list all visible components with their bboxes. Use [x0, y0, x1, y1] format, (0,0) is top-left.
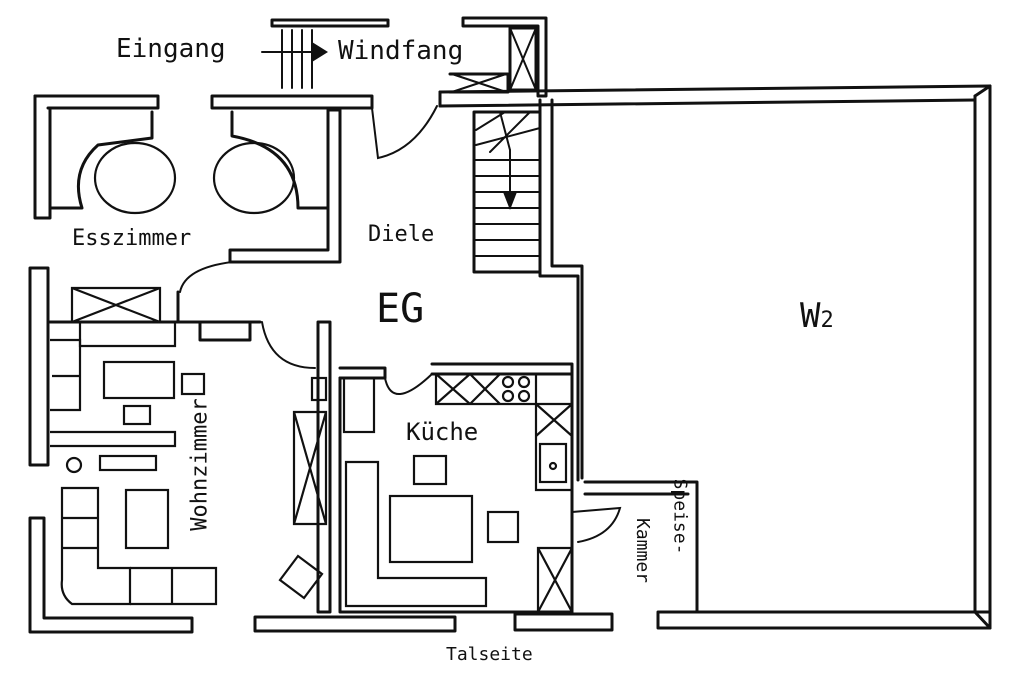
label-unit-sub: 2 — [820, 308, 834, 333]
label-valley-side: Talseite — [446, 644, 533, 665]
door-swings — [179, 105, 622, 543]
entrance-steps — [261, 29, 328, 89]
living-furniture — [50, 320, 328, 606]
label-vestibule: Windfang — [338, 36, 464, 66]
label-kitchen: Küche — [406, 418, 479, 446]
label-floor: EG — [376, 286, 425, 332]
staircase — [448, 26, 542, 274]
label-living-room: Wohnzimmer — [187, 398, 213, 531]
label-pantry-2: Kammer — [632, 517, 654, 584]
label-unit-letter: W — [800, 296, 821, 336]
label-hall: Diele — [368, 222, 435, 247]
label-dining-room: Esszimmer — [72, 226, 192, 251]
label-unit: W2 — [800, 296, 834, 336]
outer-walls — [28, 16, 992, 634]
kitchen-furniture — [342, 373, 574, 614]
label-pantry-1: Speise- — [669, 478, 691, 555]
dining-furniture — [48, 106, 330, 324]
label-entrance: Eingang — [116, 34, 226, 64]
